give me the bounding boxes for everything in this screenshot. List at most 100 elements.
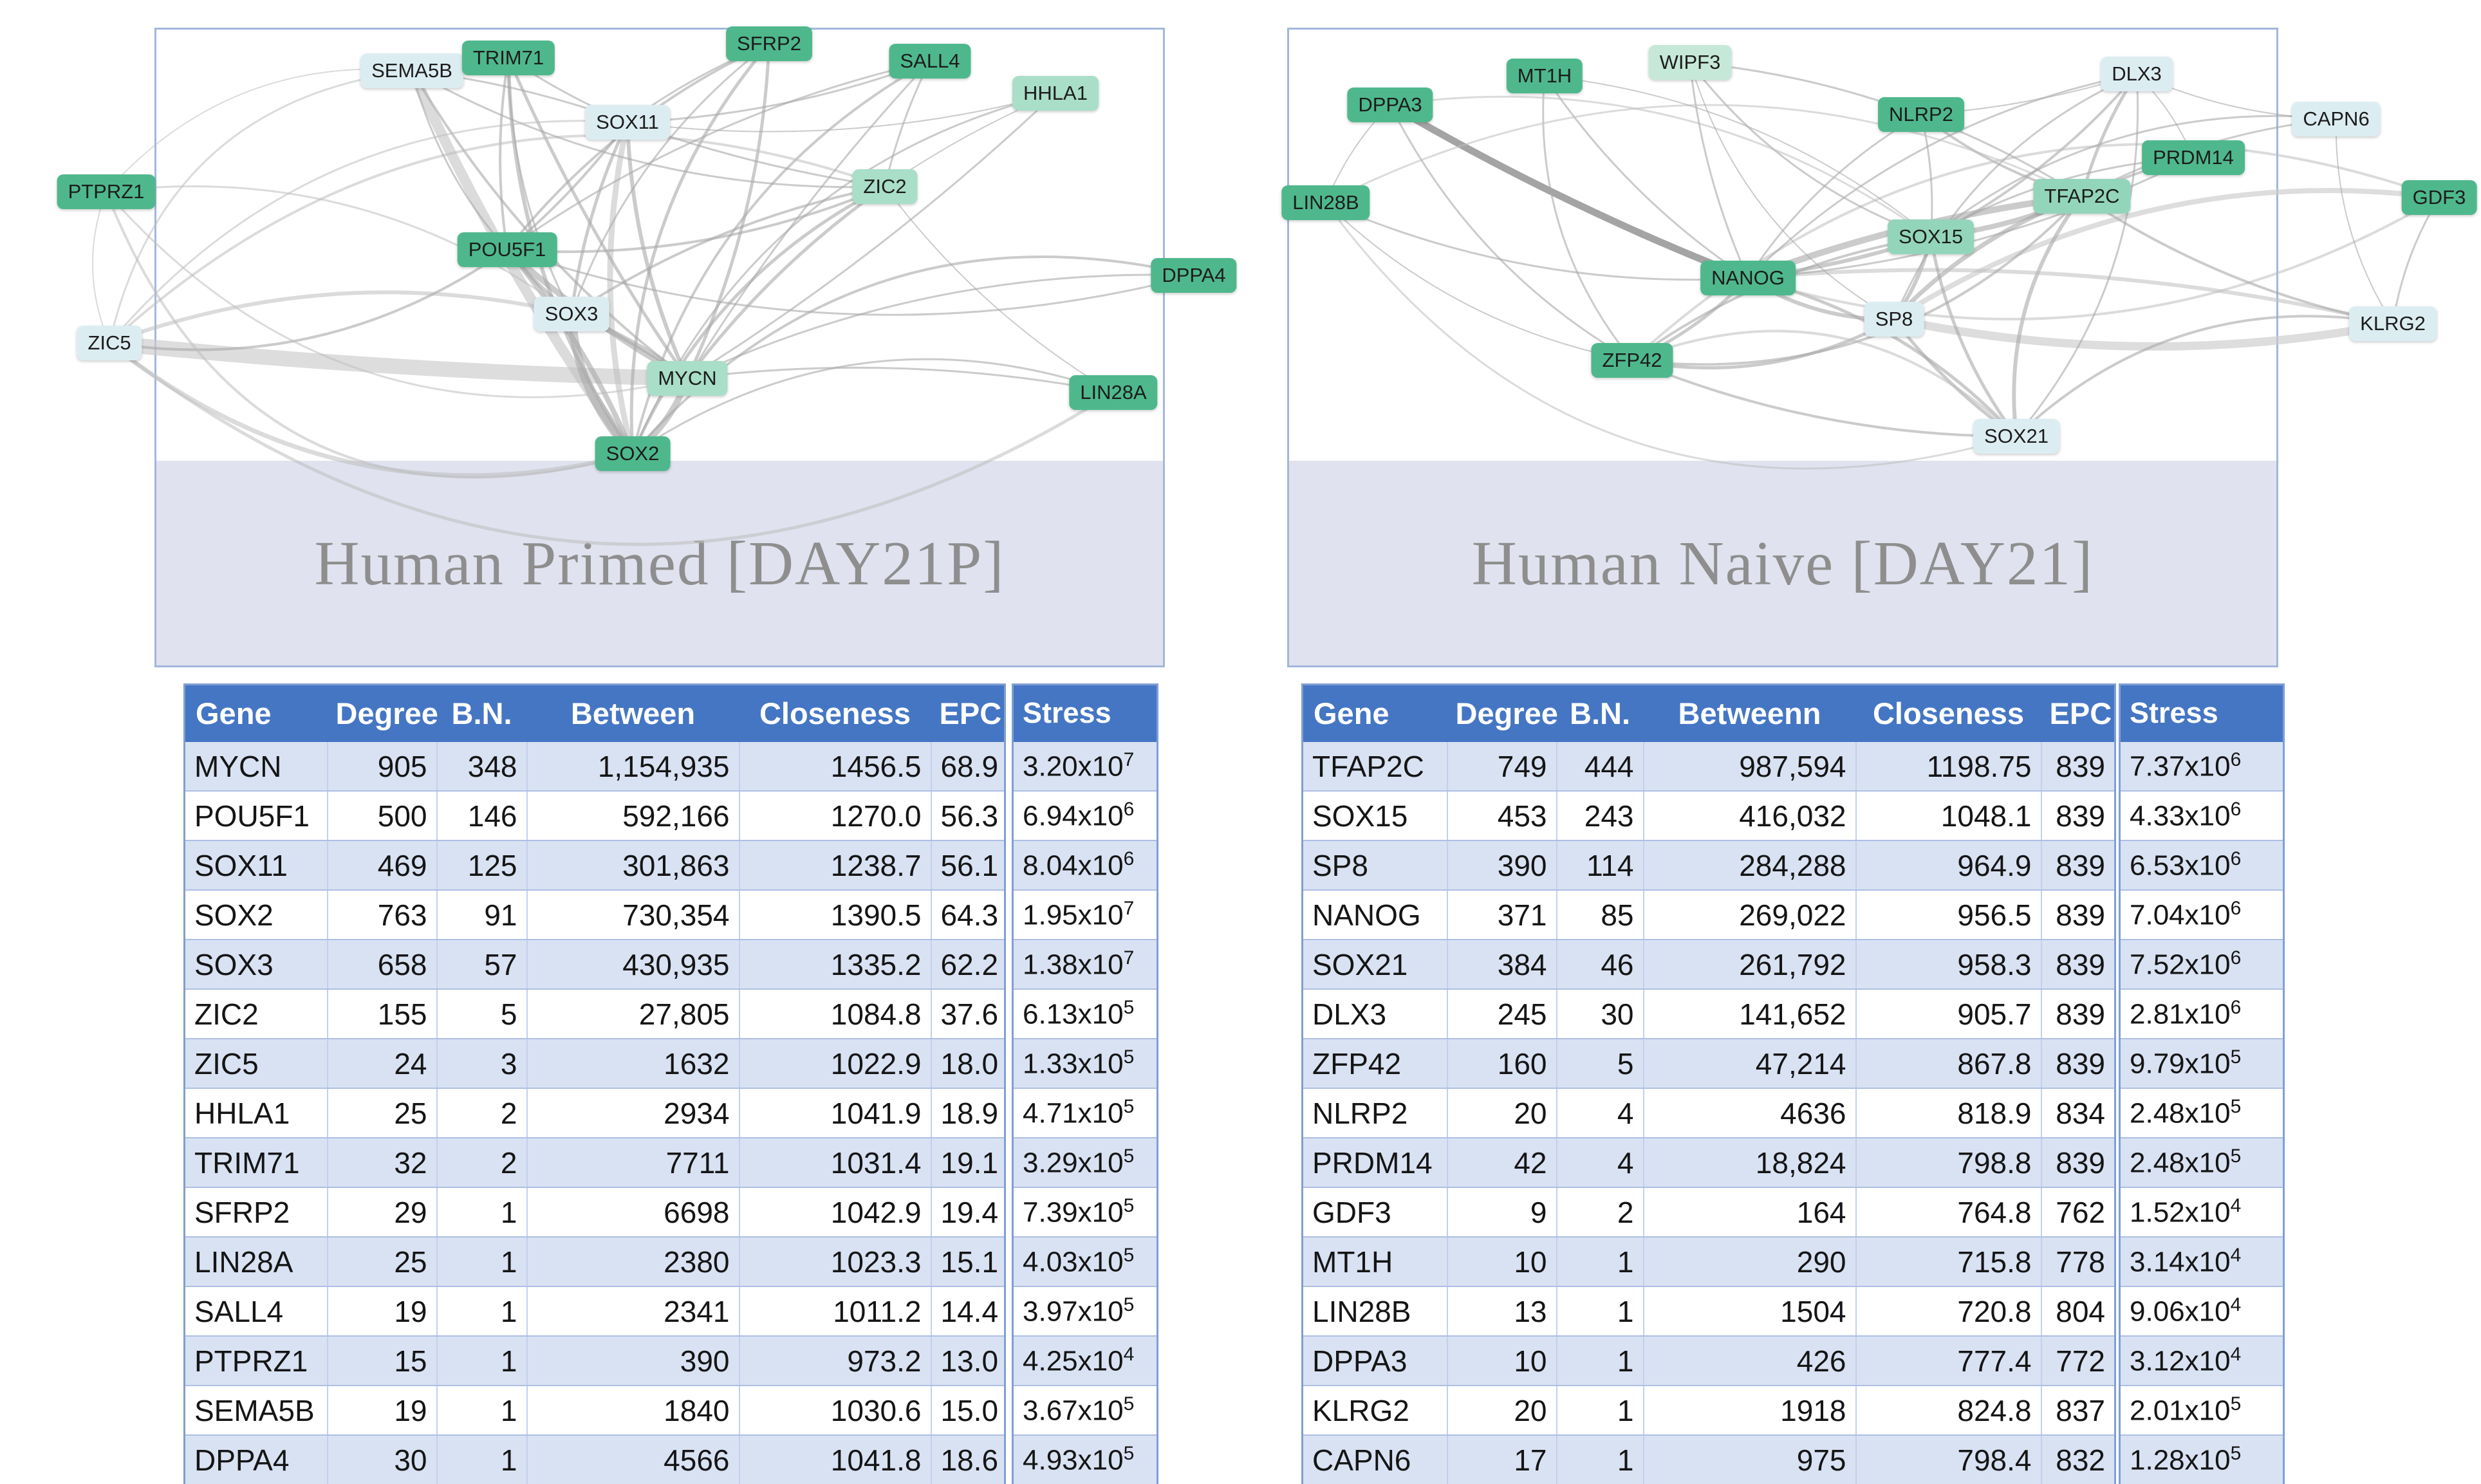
stress-cell: 2.48x105 bbox=[2119, 1088, 2285, 1138]
column-header-stress: Stress bbox=[2119, 683, 2285, 742]
value-cell: 10 bbox=[1446, 1335, 1557, 1386]
node-pou5f1: POU5F1 bbox=[457, 232, 557, 267]
value-cell: 956.5 bbox=[1855, 889, 2042, 940]
gene-cell: SOX11 bbox=[183, 840, 328, 891]
column-header-stress: Stress bbox=[1012, 683, 1158, 742]
value-cell: 18.0 bbox=[930, 1038, 1006, 1089]
value-cell: 243 bbox=[1556, 790, 1644, 841]
stress-row-klrg2: 2.01x105 bbox=[2119, 1385, 2285, 1436]
value-cell: 5 bbox=[1556, 1038, 1644, 1089]
value-cell: 85 bbox=[1556, 889, 1644, 940]
stress-row-sox3: 1.38x107 bbox=[1012, 939, 1158, 990]
stress-row-dppa3: 3.12x104 bbox=[2119, 1335, 2285, 1386]
value-cell: 384 bbox=[1446, 939, 1557, 990]
value-cell: 390 bbox=[526, 1335, 740, 1386]
node-trim71: TRIM71 bbox=[461, 41, 555, 75]
stress-row-lin28b: 9.06x104 bbox=[2119, 1286, 2285, 1337]
value-cell: 15.1 bbox=[930, 1236, 1006, 1287]
column-header-gene: Gene bbox=[1301, 683, 1448, 742]
stress-cell: 4.03x105 bbox=[1012, 1236, 1158, 1287]
gene-cell: ZIC2 bbox=[183, 988, 328, 1039]
stress-cell: 6.94x106 bbox=[1012, 790, 1158, 841]
stress-row-sall4: 3.97x105 bbox=[1012, 1286, 1158, 1337]
node-dppa4: DPPA4 bbox=[1151, 258, 1237, 293]
stress-cell: 6.53x106 bbox=[2119, 840, 2285, 891]
node-sox11: SOX11 bbox=[585, 105, 670, 140]
stress-row-tfap2c: 7.37x106 bbox=[2119, 741, 2285, 792]
value-cell: 27,805 bbox=[526, 988, 740, 1039]
node-dlx3: DLX3 bbox=[2101, 57, 2173, 91]
column-header-closeness: Closeness bbox=[738, 683, 932, 742]
panel-title-primed: Human Primed [DAY21P] bbox=[314, 528, 1005, 598]
value-cell: 30 bbox=[326, 1434, 438, 1484]
value-cell: 1,154,935 bbox=[526, 741, 740, 792]
gene-cell: SALL4 bbox=[183, 1286, 328, 1337]
value-cell: 2 bbox=[1556, 1187, 1644, 1238]
value-cell: 958.3 bbox=[1855, 939, 2042, 990]
stress-cell: 7.04x106 bbox=[2119, 889, 2285, 940]
gene-cell: SOX3 bbox=[183, 939, 328, 990]
value-cell: 13 bbox=[1446, 1286, 1557, 1337]
value-cell: 1 bbox=[1556, 1434, 1644, 1484]
gene-cell: SOX21 bbox=[1301, 939, 1448, 990]
gene-cell: MT1H bbox=[1301, 1236, 1448, 1287]
gene-cell: DPPA3 bbox=[1301, 1335, 1448, 1386]
value-cell: 839 bbox=[2040, 840, 2116, 891]
value-cell: 824.8 bbox=[1855, 1385, 2042, 1436]
edge-GDF3-KLRG2 bbox=[2392, 196, 2440, 325]
value-cell: 1031.4 bbox=[738, 1137, 932, 1188]
node-tfap2c: TFAP2C bbox=[2033, 179, 2131, 214]
value-cell: 20 bbox=[1446, 1385, 1557, 1436]
gene-cell: CAPN6 bbox=[1301, 1434, 1448, 1484]
value-cell: 25 bbox=[326, 1236, 438, 1287]
gene-cell: SFRP2 bbox=[183, 1187, 328, 1238]
stress-cell: 1.38x107 bbox=[1012, 939, 1158, 990]
value-cell: 905.7 bbox=[1855, 988, 2042, 1039]
node-sox3: SOX3 bbox=[534, 297, 609, 331]
value-cell: 91 bbox=[436, 889, 528, 940]
value-cell: 5 bbox=[436, 988, 528, 1039]
value-cell: 2 bbox=[436, 1137, 528, 1188]
stress-row-sp8: 6.53x106 bbox=[2119, 840, 2285, 891]
stress-row-sox2: 1.95x107 bbox=[1012, 889, 1158, 940]
node-hhla1: HHLA1 bbox=[1012, 76, 1099, 111]
node-lin28b: LIN28B bbox=[1281, 185, 1370, 220]
gene-cell: MYCN bbox=[183, 741, 328, 792]
stress-row-prdm14: 2.48x105 bbox=[2119, 1137, 2285, 1188]
value-cell: 18.6 bbox=[930, 1434, 1006, 1484]
value-cell: 1238.7 bbox=[738, 840, 932, 891]
value-cell: 2341 bbox=[526, 1286, 740, 1337]
stress-row-zic2: 6.13x105 bbox=[1012, 988, 1158, 1039]
value-cell: 68.9 bbox=[930, 741, 1006, 792]
value-cell: 56.1 bbox=[930, 840, 1006, 891]
value-cell: 839 bbox=[2040, 1137, 2116, 1188]
value-cell: 444 bbox=[1556, 741, 1644, 792]
value-cell: 964.9 bbox=[1855, 840, 2042, 891]
stress-cell: 1.28x105 bbox=[2119, 1434, 2285, 1484]
stress-row-sema5b: 3.67x105 bbox=[1012, 1385, 1158, 1436]
stress-cell: 4.33x106 bbox=[2119, 790, 2285, 841]
stress-header-row: Stress bbox=[2119, 683, 2285, 742]
value-cell: 64.3 bbox=[930, 889, 1006, 940]
value-cell: 1041.8 bbox=[738, 1434, 932, 1484]
value-cell: 1023.3 bbox=[738, 1236, 932, 1287]
value-cell: 19 bbox=[326, 1385, 438, 1436]
value-cell: 867.8 bbox=[1855, 1038, 2042, 1089]
value-cell: 715.8 bbox=[1855, 1236, 2042, 1287]
stress-cell: 3.12x104 bbox=[2119, 1335, 2285, 1386]
node-zfp42: ZFP42 bbox=[1591, 343, 1673, 378]
